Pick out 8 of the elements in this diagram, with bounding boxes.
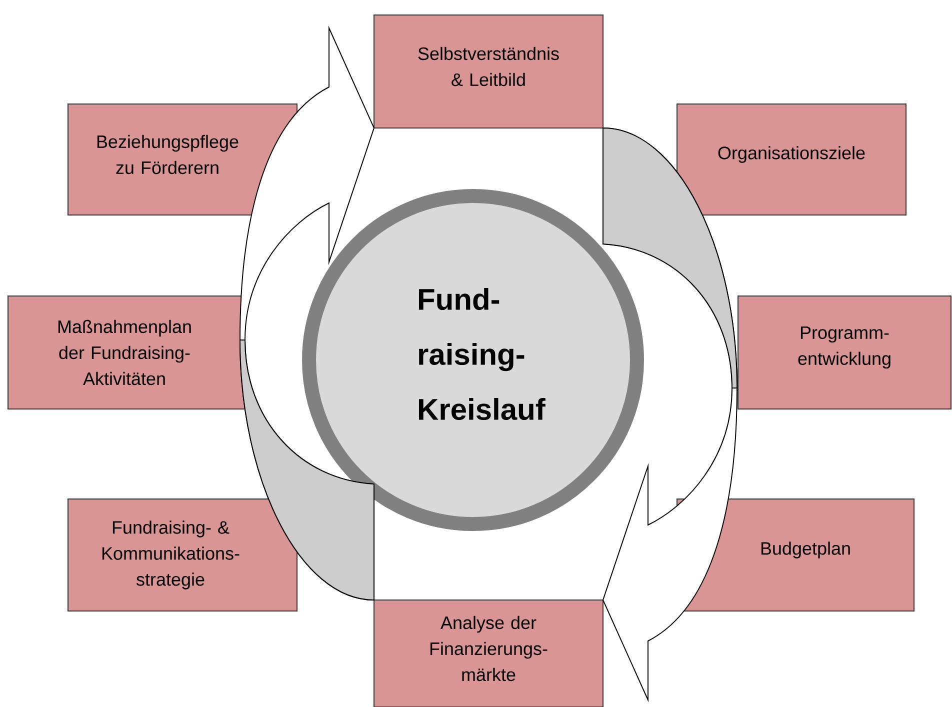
process-box: Maßnahmenplan der Fundraising- Aktivitäten	[8, 296, 246, 410]
process-box: Fundraising- & Kommunikations- strategie	[68, 498, 298, 612]
curved-arrow	[240, 28, 374, 600]
process-box: Programm- entwicklung	[738, 296, 952, 410]
curved-arrow	[602, 128, 738, 700]
process-box: Analyse der Finanzierungs- märkte	[374, 600, 604, 707]
process-box: Organisationsziele	[676, 104, 906, 216]
process-box: Selbstverständnis & Leitbild	[374, 14, 604, 128]
